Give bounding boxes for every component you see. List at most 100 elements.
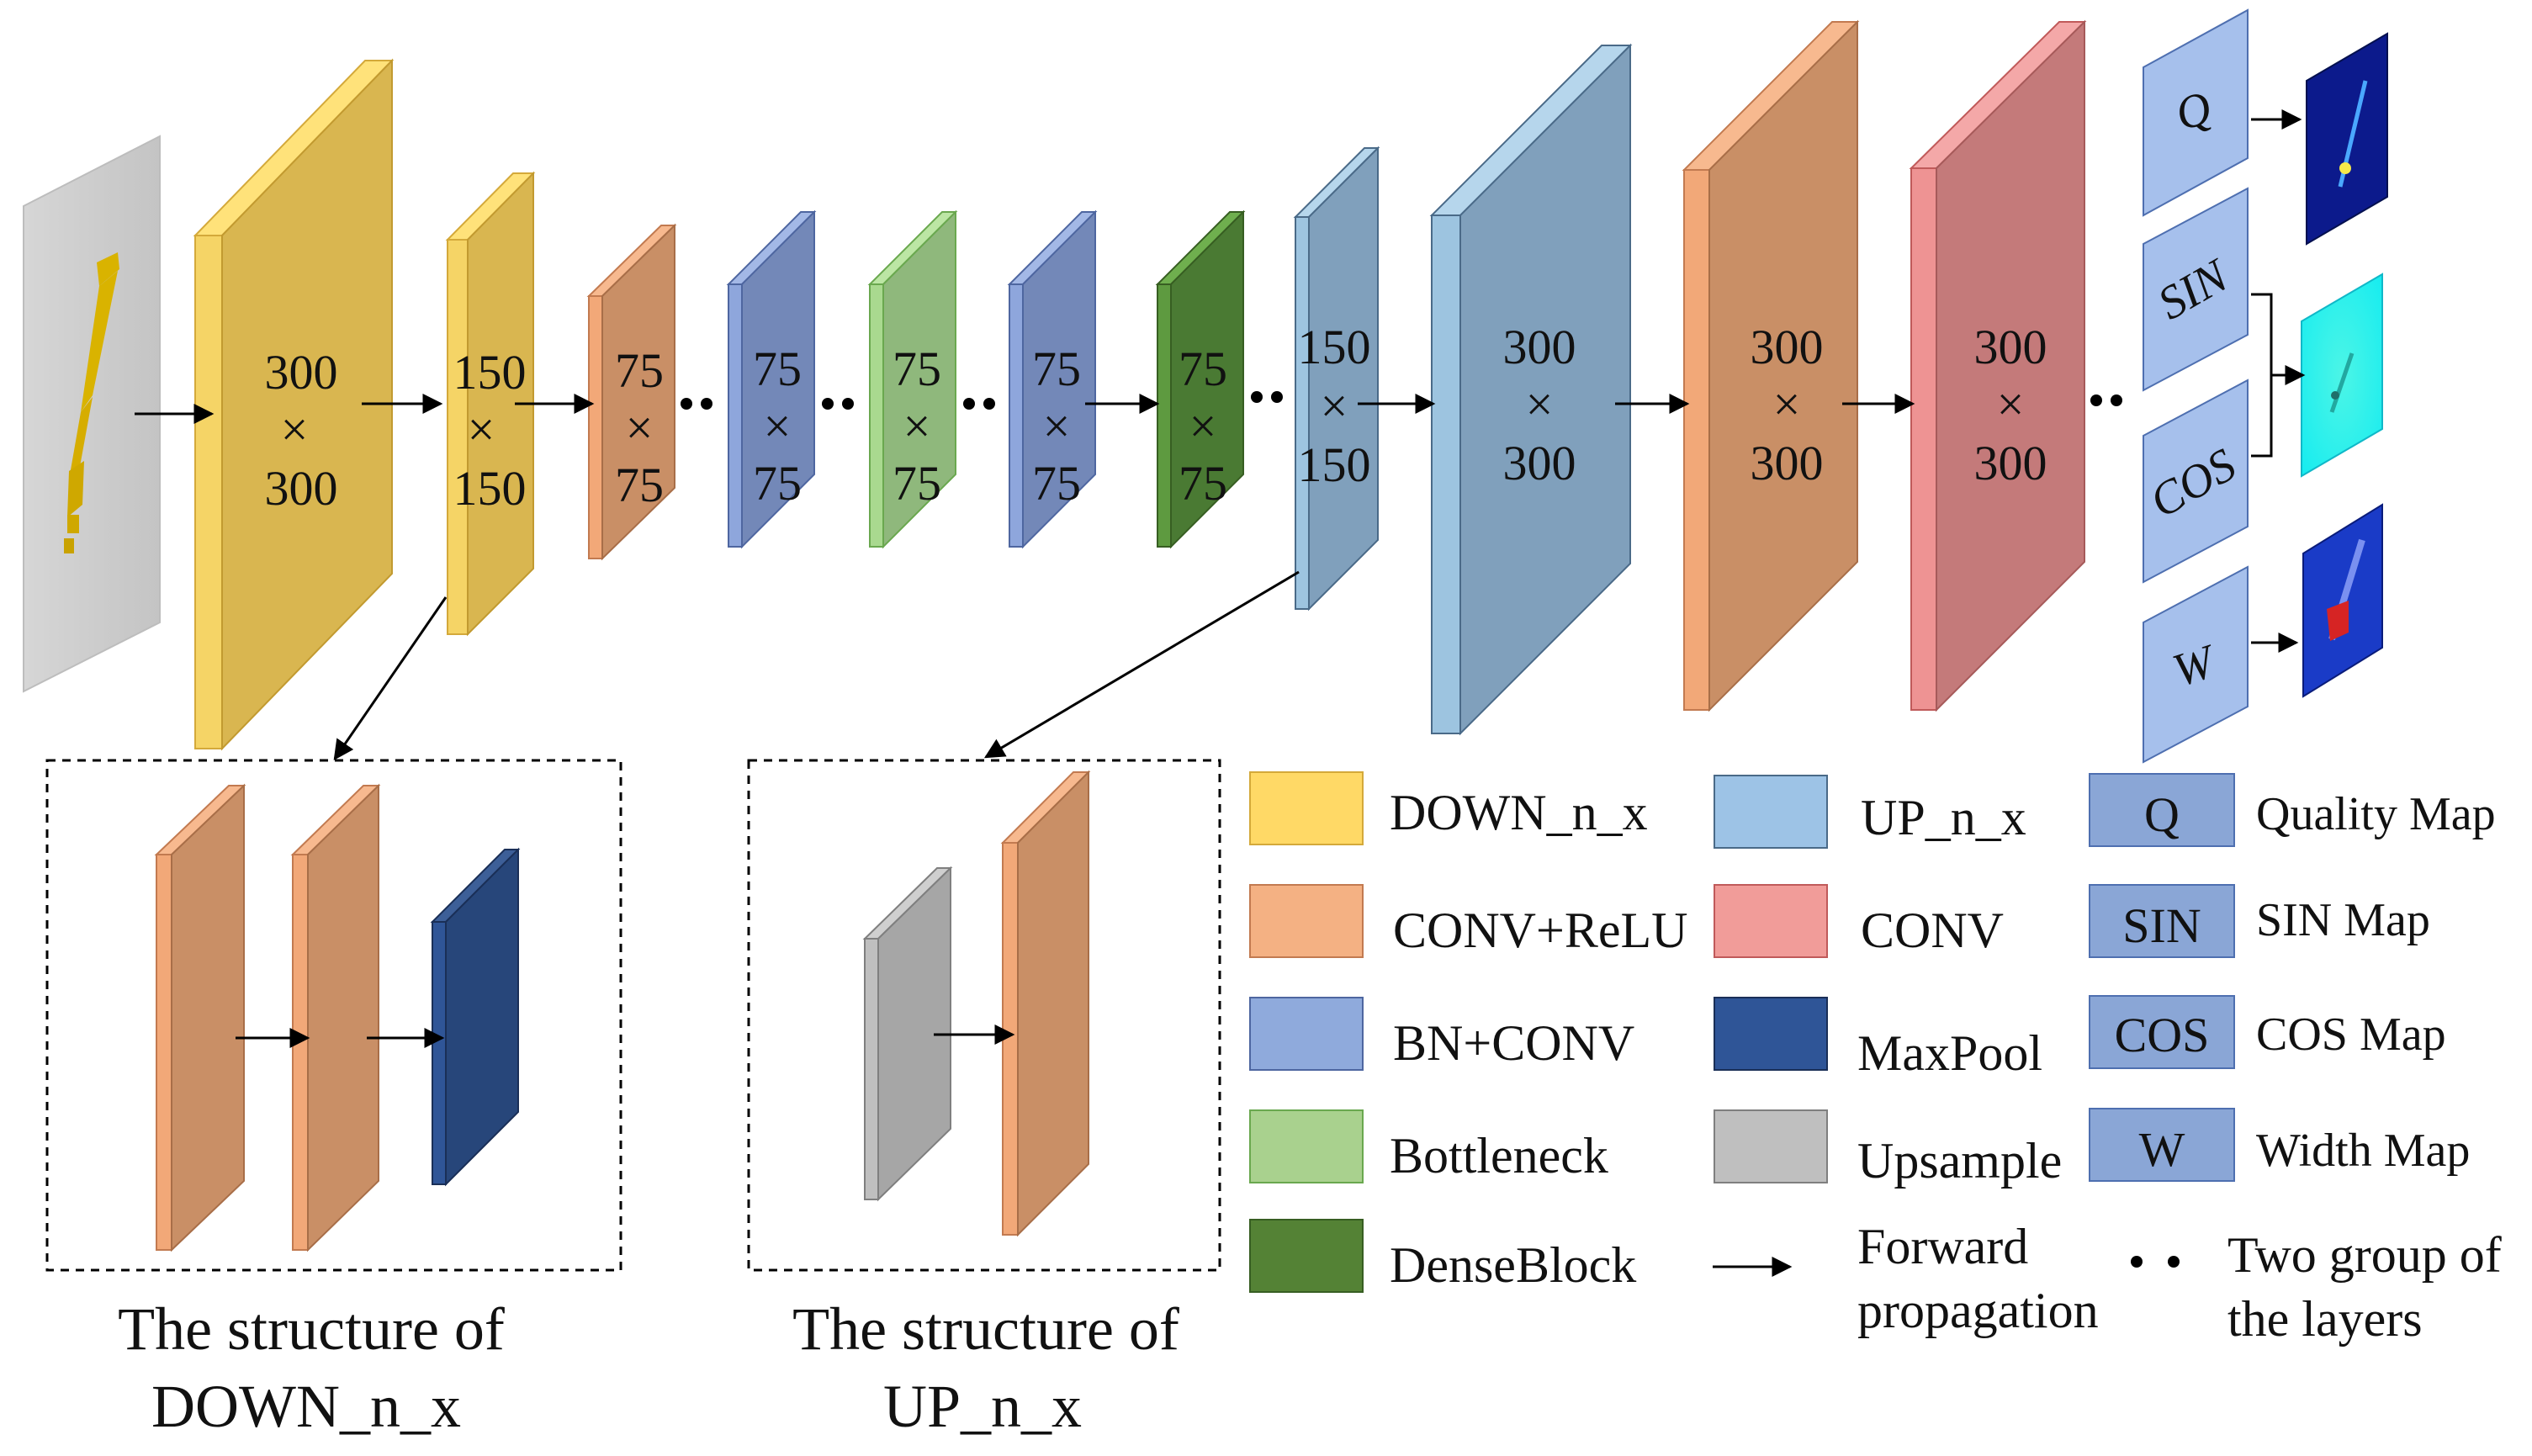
down-structure-panel bbox=[45, 596, 622, 1272]
legend-swatch bbox=[1714, 997, 1828, 1071]
down-structure-caption: The structure of DOWN_n_x bbox=[118, 1295, 505, 1440]
zoom-pointer bbox=[333, 596, 448, 760]
caption-line: The structure of bbox=[792, 1295, 1179, 1363]
legend-item-conv: CONV bbox=[1714, 884, 2004, 958]
legend-swatch bbox=[1714, 884, 1828, 958]
label-down-150: 150 × 150 bbox=[453, 345, 527, 516]
label-conv-relu-300: 300 × 300 bbox=[1751, 320, 1824, 490]
dim-times: × bbox=[764, 399, 792, 453]
dim-times: × bbox=[1997, 377, 2025, 432]
legend-swatch bbox=[1714, 1109, 1828, 1183]
legend: DOWN_n_x CONV+ReLU BN+CONV Bottleneck De… bbox=[1249, 771, 2502, 1347]
dim-top: 300 bbox=[265, 345, 338, 400]
label-bn-conv-75-b: 75 × 75 bbox=[1032, 341, 1081, 511]
group-dots bbox=[681, 391, 2122, 410]
dim-bottom: 150 bbox=[453, 461, 527, 516]
dim-bottom: 75 bbox=[615, 458, 664, 512]
label-bottleneck-75: 75 × 75 bbox=[893, 341, 941, 511]
caption-line: The structure of bbox=[118, 1295, 505, 1363]
legend-swatch bbox=[1249, 884, 1364, 958]
legend-key: Q bbox=[2144, 787, 2180, 842]
legend-label: Width Map bbox=[2256, 1125, 2470, 1177]
label-conv-300: 300 × 300 bbox=[1974, 320, 2047, 490]
up-structure-conv bbox=[1000, 770, 1091, 1237]
label-bn-conv-75-a: 75 × 75 bbox=[753, 341, 802, 511]
dim-top: 75 bbox=[1179, 341, 1227, 396]
legend-item-down: DOWN_n_x bbox=[1249, 771, 1648, 845]
legend-swatch bbox=[1249, 1219, 1364, 1293]
legend-label: Forward bbox=[1857, 1219, 2028, 1274]
block-up-150 bbox=[1293, 146, 1380, 612]
dim-bottom: 75 bbox=[753, 456, 802, 511]
legend-label: UP_n_x bbox=[1861, 790, 2026, 845]
caption-line: DOWN_n_x bbox=[151, 1373, 461, 1440]
legend-key: COS bbox=[2115, 1008, 2210, 1062]
dim-times: × bbox=[626, 400, 654, 455]
dim-bottom: 300 bbox=[265, 461, 338, 516]
down-structure-conv-a bbox=[154, 783, 246, 1252]
dim-top: 300 bbox=[1503, 320, 1576, 374]
main-connectors bbox=[135, 394, 1915, 424]
legend-item-up: UP_n_x bbox=[1714, 775, 2026, 849]
legend-label: CONV+ReLU bbox=[1393, 903, 1687, 958]
legend-key: W bbox=[2139, 1122, 2185, 1177]
legend-label: Two group of bbox=[2227, 1227, 2502, 1283]
dim-bottom: 75 bbox=[1032, 456, 1081, 511]
legend-label: Bottleneck bbox=[1390, 1128, 1608, 1183]
legend-item-two-group: Two group of the layers bbox=[2131, 1227, 2502, 1347]
dim-times: × bbox=[468, 402, 495, 457]
block-down-150 bbox=[445, 171, 536, 637]
legend-label: MaxPool bbox=[1857, 1025, 2042, 1081]
legend-label: COS Map bbox=[2256, 1009, 2446, 1061]
legend-item-cos: COS COS Map bbox=[2089, 995, 2446, 1069]
label-up-300: 300 × 300 bbox=[1503, 320, 1576, 490]
legend-label: SIN Map bbox=[2256, 894, 2430, 946]
legend-swatch bbox=[1249, 771, 1364, 845]
block-bn-conv-75-b bbox=[1007, 209, 1098, 549]
block-bn-conv-75-a bbox=[726, 209, 817, 549]
down-structure-conv-b bbox=[290, 783, 381, 1252]
output-heads: Q SIN COS W bbox=[2142, 8, 2249, 764]
legend-item-denseblock: DenseBlock bbox=[1249, 1219, 1636, 1293]
dim-times: × bbox=[1321, 379, 1348, 433]
legend-key: SIN bbox=[2122, 898, 2201, 953]
up-structure-caption: The structure of UP_n_x bbox=[792, 1295, 1179, 1440]
block-down-300 bbox=[193, 58, 395, 751]
dim-times: × bbox=[1773, 377, 1801, 432]
down-structure-maxpool bbox=[430, 847, 521, 1187]
block-up-300 bbox=[1429, 43, 1633, 736]
legend-item-bn-conv: BN+CONV bbox=[1249, 997, 1634, 1071]
dim-top: 75 bbox=[1032, 341, 1081, 396]
dim-times: × bbox=[1043, 399, 1071, 453]
dim-top: 300 bbox=[1974, 320, 2047, 374]
legend-label: the layers bbox=[2227, 1291, 2423, 1347]
dim-top: 75 bbox=[753, 341, 802, 396]
dim-top: 150 bbox=[1298, 320, 1371, 374]
head-q: Q bbox=[2143, 8, 2249, 217]
label-conv-relu-75: 75 × 75 bbox=[615, 343, 664, 512]
dim-times: × bbox=[1526, 377, 1554, 432]
block-labels: 300 × 300 150 × 150 75 × 75 75 × 75 75 ×… bbox=[265, 320, 2047, 516]
dim-bottom: 300 bbox=[1503, 436, 1576, 490]
legend-item-forward: Forward propagation bbox=[1713, 1219, 2099, 1338]
block-conv-relu-300 bbox=[1682, 19, 1860, 712]
block-conv-300 bbox=[1909, 19, 2087, 712]
dim-bottom: 75 bbox=[1179, 456, 1227, 511]
legend-label: DenseBlock bbox=[1390, 1237, 1636, 1293]
output-maps bbox=[2301, 32, 2388, 698]
legend-swatch bbox=[2089, 773, 2235, 847]
legend-item-conv-relu: CONV+ReLU bbox=[1249, 884, 1687, 958]
legend-swatch bbox=[1249, 1109, 1364, 1183]
block-conv-relu-75 bbox=[586, 223, 677, 561]
width-map-image bbox=[2302, 503, 2383, 698]
up-structure-upsample bbox=[862, 866, 953, 1202]
legend-item-width: W Width Map bbox=[2089, 1108, 2470, 1182]
label-up-150: 150 × 150 bbox=[1298, 320, 1371, 492]
quality-map-image bbox=[2306, 32, 2388, 246]
sin-cos-bracket bbox=[2251, 293, 2273, 458]
dim-times: × bbox=[281, 402, 309, 457]
layer-blocks bbox=[193, 19, 2087, 751]
label-down-300: 300 × 300 bbox=[265, 345, 338, 516]
dim-top: 75 bbox=[615, 343, 664, 398]
